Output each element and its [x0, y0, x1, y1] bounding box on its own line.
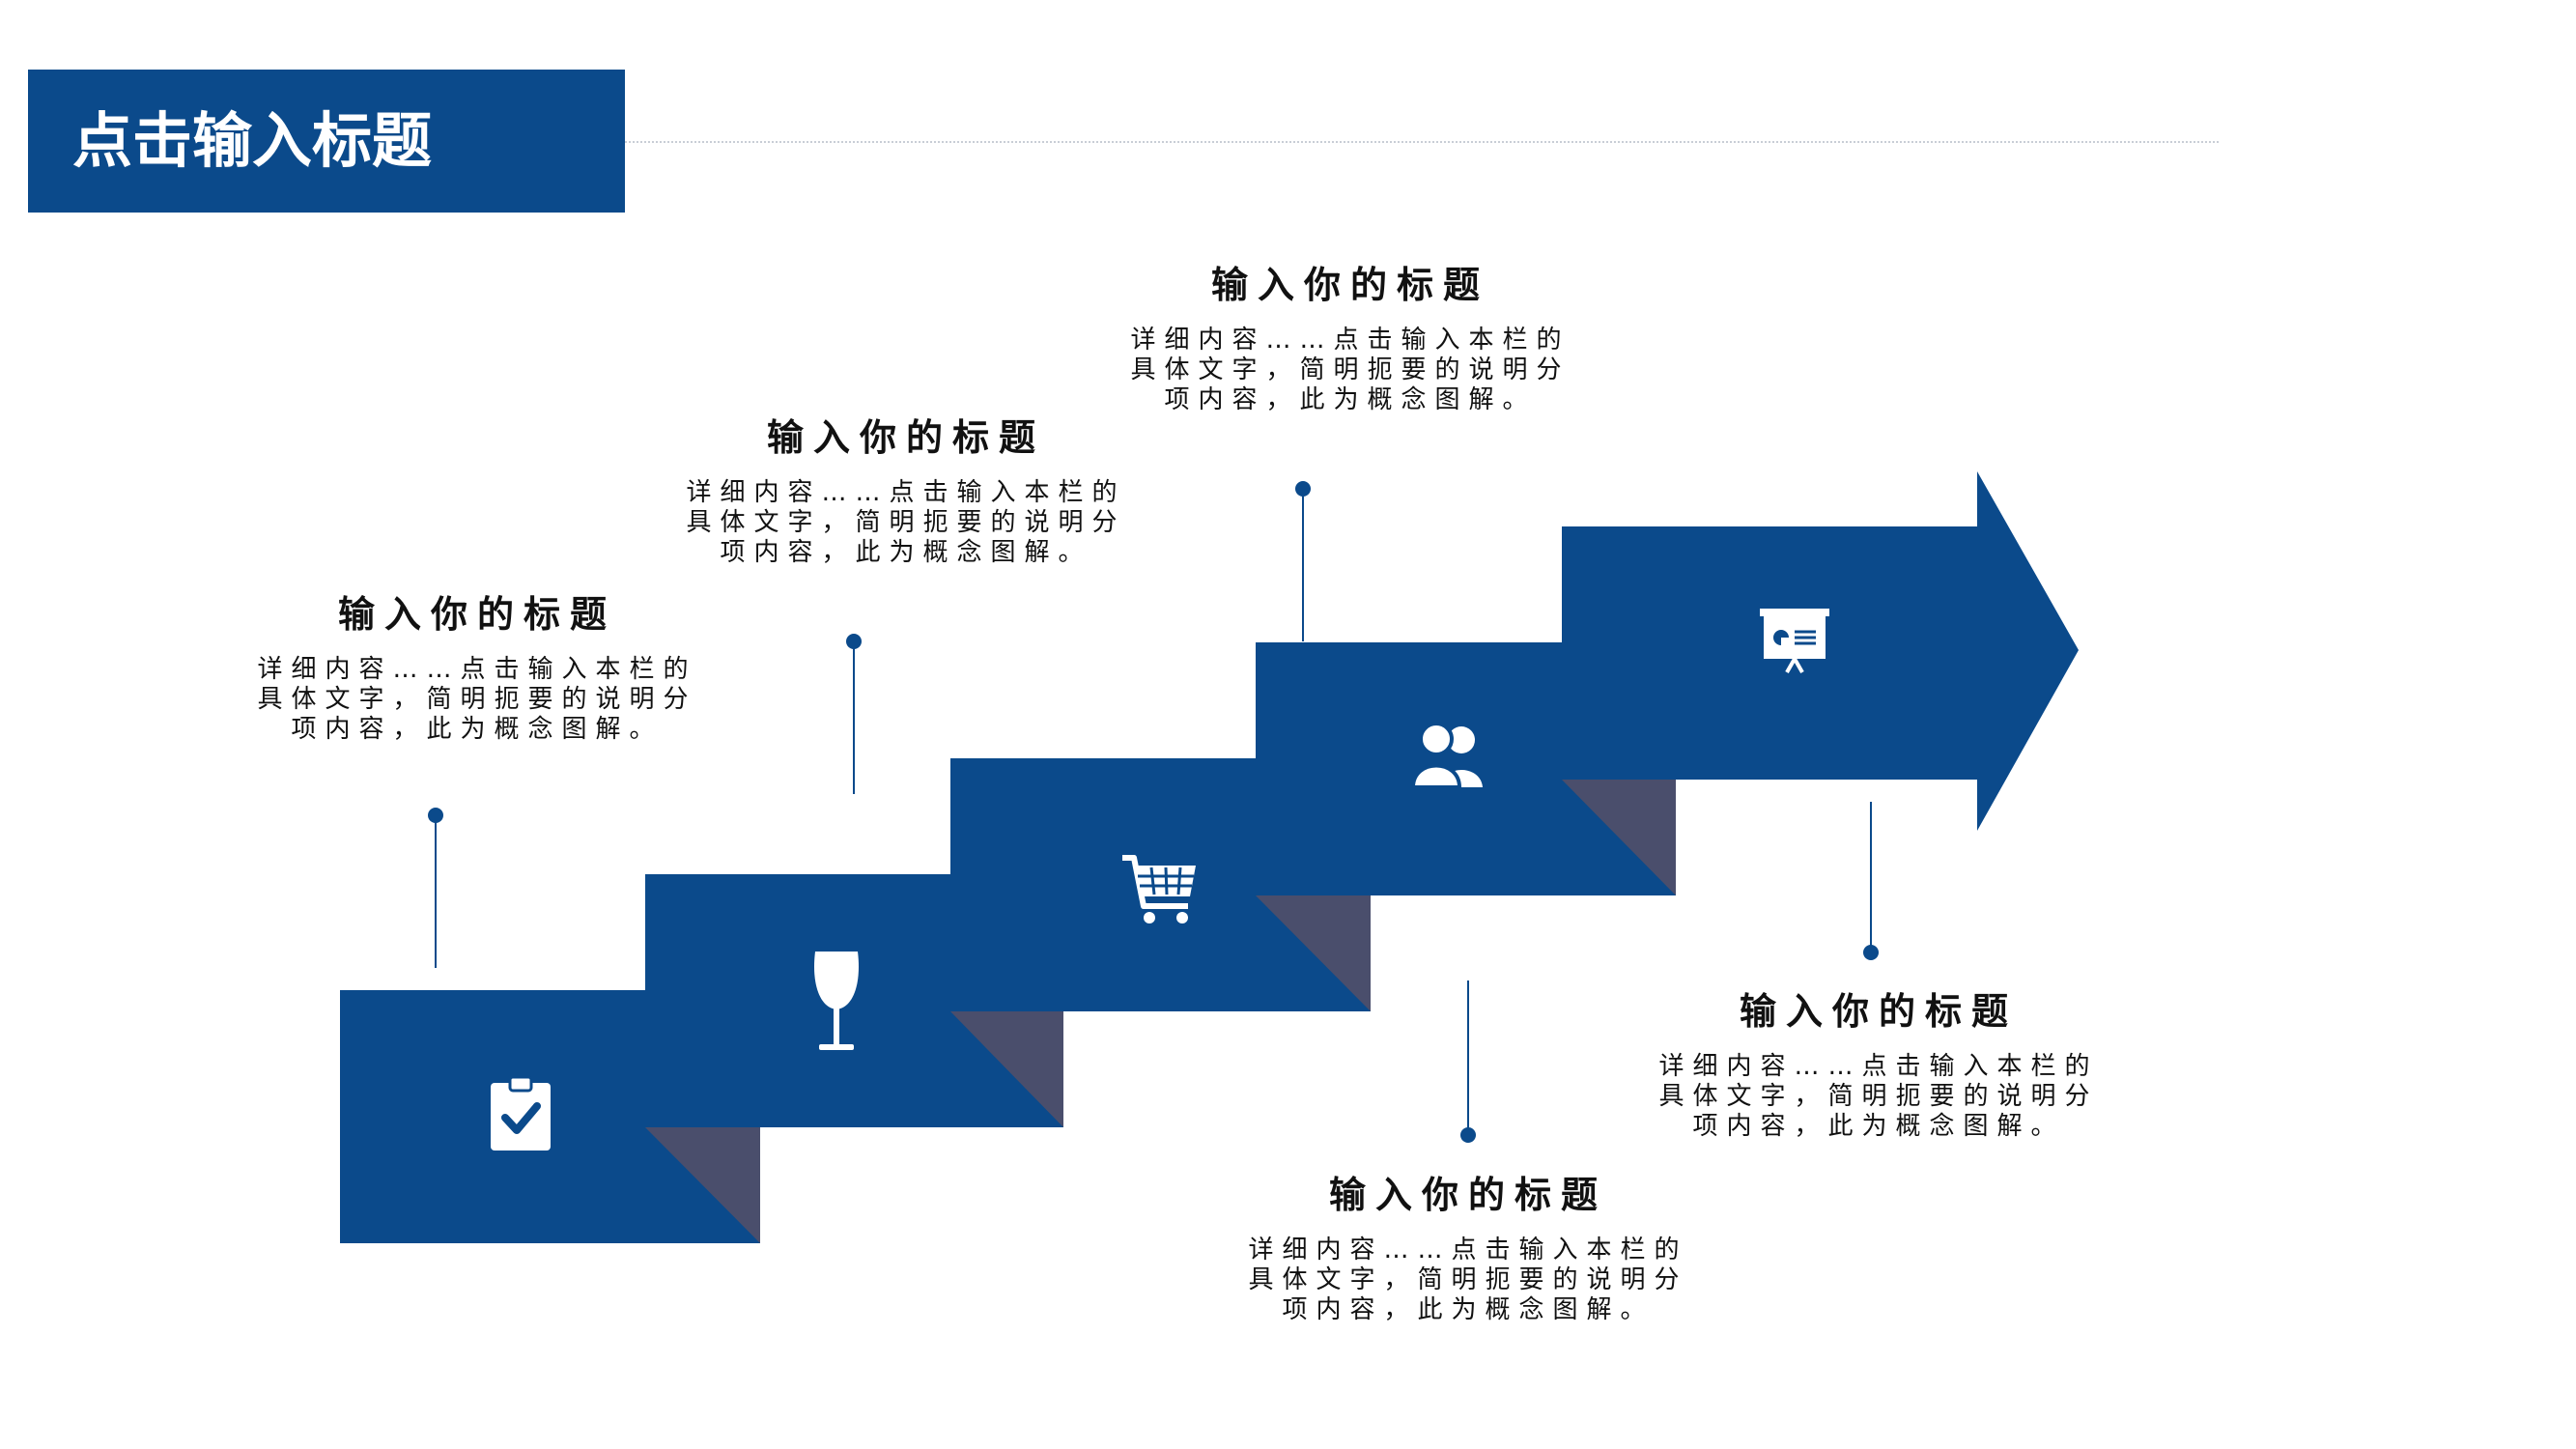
wine-glass-icon: [813, 952, 860, 1050]
connector-3: [1295, 481, 1311, 641]
page-title[interactable]: 点击输入标题: [72, 105, 433, 176]
step-4-text: 输入你的标题 详细内容……点击输入本栏的具体文字，简明扼要的说明分项内容，此为概…: [1198, 1172, 1739, 1325]
step-1-description[interactable]: 详细内容……点击输入本栏的具体文字，简明扼要的说明分项内容，此为概念图解。: [257, 655, 697, 744]
step-3-text: 输入你的标题 详细内容……点击输入本栏的具体文字，简明扼要的说明分项内容，此为概…: [1080, 262, 1621, 415]
step-2-description[interactable]: 详细内容……点击输入本栏的具体文字，简明扼要的说明分项内容，此为概念图解。: [686, 478, 1126, 567]
step-1-heading[interactable]: 输入你的标题: [337, 593, 616, 636]
step-4-heading[interactable]: 输入你的标题: [1328, 1174, 1607, 1216]
step-5-text: 输入你的标题 详细内容……点击输入本栏的具体文字，简明扼要的说明分项内容，此为概…: [1608, 988, 2149, 1142]
presentation-board-icon: [1760, 609, 1829, 673]
clipboard-check-icon: [491, 1075, 551, 1151]
connector-5: [1863, 802, 1879, 960]
connector-4: [1460, 980, 1476, 1143]
step-2-heading[interactable]: 输入你的标题: [766, 416, 1045, 459]
step-4-description[interactable]: 详细内容……点击输入本栏的具体文字，简明扼要的说明分项内容，此为概念图解。: [1248, 1236, 1688, 1324]
users-icon: [1410, 722, 1483, 789]
connector-1: [428, 808, 443, 968]
title-divider: [625, 141, 2219, 143]
step-1-text: 输入你的标题 详细内容……点击输入本栏的具体文字，简明扼要的说明分项内容，此为概…: [207, 591, 748, 745]
step-3-description[interactable]: 详细内容……点击输入本栏的具体文字，简明扼要的说明分项内容，此为概念图解。: [1130, 326, 1571, 414]
step-3-heading[interactable]: 输入你的标题: [1210, 264, 1489, 306]
step-5-description[interactable]: 详细内容……点击输入本栏的具体文字，简明扼要的说明分项内容，此为概念图解。: [1658, 1052, 2099, 1141]
step-5-heading[interactable]: 输入你的标题: [1739, 990, 2018, 1033]
shopping-cart-icon: [1122, 855, 1196, 923]
step-2-text: 输入你的标题 详细内容……点击输入本栏的具体文字，简明扼要的说明分项内容，此为概…: [636, 414, 1176, 568]
title-bar: 点击输入标题: [28, 70, 625, 213]
connector-2: [846, 634, 862, 794]
